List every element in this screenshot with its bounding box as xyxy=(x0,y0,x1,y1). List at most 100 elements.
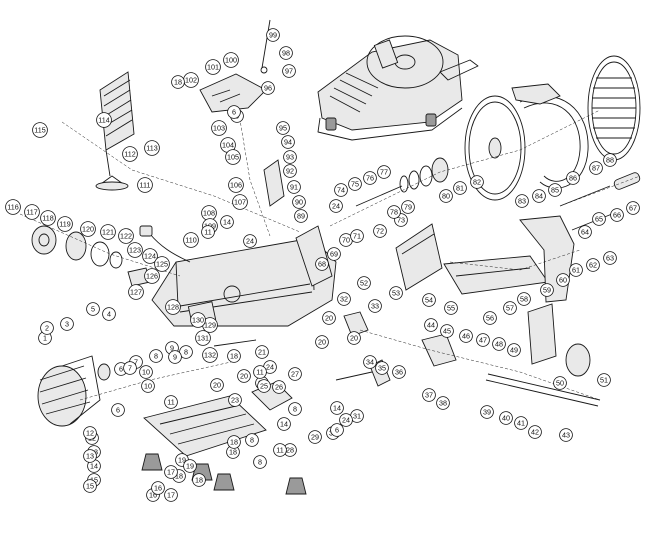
callout-label: 83 xyxy=(518,197,526,206)
part-callout-106: 106 xyxy=(228,177,244,193)
part-callout-86: 86 xyxy=(566,171,580,185)
callout-label: 97 xyxy=(285,67,293,76)
pusher-plate-drawing xyxy=(95,71,135,191)
callout-circle xyxy=(228,177,244,193)
callout-circle xyxy=(389,286,403,300)
callout-circle xyxy=(276,121,290,135)
callout-label: 11 xyxy=(276,446,283,455)
callout-label: 50 xyxy=(556,379,564,388)
callout-label: 90 xyxy=(295,198,303,207)
callout-label: 98 xyxy=(282,49,290,58)
part-callout-130: 130 xyxy=(190,312,206,328)
callout-label: 122 xyxy=(120,232,132,241)
part-callout-68: 68 xyxy=(315,257,329,271)
callout-label: 9 xyxy=(170,344,174,353)
callout-label: 33 xyxy=(371,302,379,311)
callout-circle xyxy=(566,171,580,185)
part-callout-127: 127 xyxy=(128,284,144,300)
callout-circle xyxy=(357,276,371,290)
part-callout-110: 110 xyxy=(183,232,199,248)
callout-circle xyxy=(334,183,348,197)
callout-circle xyxy=(597,373,611,387)
part-callout-51: 51 xyxy=(597,373,611,387)
callout-circle xyxy=(308,430,322,444)
callout-label: 129 xyxy=(204,321,216,330)
callout-label: 2 xyxy=(45,324,49,333)
bracket-assembly-drawing xyxy=(199,19,285,207)
part-callout-26: 26 xyxy=(272,380,286,394)
callout-label: 99 xyxy=(269,31,277,40)
part-callout-69: 69 xyxy=(327,247,341,261)
callout-label: 119 xyxy=(59,220,70,229)
callout-label: 65 xyxy=(595,215,603,224)
callout-circle xyxy=(195,330,211,346)
callout-circle xyxy=(122,146,138,162)
part-callout-20: 20 xyxy=(210,378,224,392)
part-callout-84: 84 xyxy=(532,189,546,203)
part-callout-46: 46 xyxy=(459,329,473,343)
callout-label: 18 xyxy=(174,78,182,87)
callout-label: 8 xyxy=(258,458,262,467)
callout-label: 39 xyxy=(483,408,491,417)
callout-label: 17 xyxy=(167,491,175,500)
callout-circle xyxy=(422,388,436,402)
callout-label: 31 xyxy=(353,412,361,421)
part-callout-116: 116 xyxy=(5,199,21,215)
part-callout-40: 40 xyxy=(499,411,513,425)
callout-label: 20 xyxy=(325,314,333,323)
part-callout-37: 37 xyxy=(422,388,436,402)
callout-label: 71 xyxy=(353,232,361,241)
callout-label: 82 xyxy=(473,178,481,187)
callout-circle xyxy=(492,337,506,351)
motor-drawing xyxy=(37,355,111,427)
callout-label: 78 xyxy=(390,208,398,217)
callout-label: 48 xyxy=(495,340,503,349)
part-callout-125: 125 xyxy=(154,256,170,272)
part-callout-8: 8 xyxy=(253,455,267,469)
callout-label: 69 xyxy=(330,250,338,259)
callout-label: 6 xyxy=(116,406,120,415)
part-callout-96: 96 xyxy=(261,81,275,95)
carriage-housing-drawing xyxy=(151,225,337,327)
part-callout-49: 49 xyxy=(507,343,521,357)
callout-circle xyxy=(337,292,351,306)
part-callout-44: 44 xyxy=(424,318,438,332)
callout-circle xyxy=(315,335,329,349)
callout-circle xyxy=(128,284,144,300)
part-callout-65: 65 xyxy=(592,212,606,226)
callout-circle xyxy=(220,215,234,229)
assembled-slicer-drawing xyxy=(317,35,479,141)
part-callout-34: 34 xyxy=(363,355,377,369)
part-callout-60: 60 xyxy=(556,273,570,287)
callout-label: 96 xyxy=(264,84,272,93)
callout-circle xyxy=(294,209,308,223)
callout-circle xyxy=(578,225,592,239)
callout-circle xyxy=(192,473,206,487)
callout-label: 125 xyxy=(156,260,168,269)
callout-label: 57 xyxy=(506,304,514,313)
part-callout-83: 83 xyxy=(515,194,529,208)
callout-circle xyxy=(503,301,517,315)
callout-label: 5 xyxy=(91,305,95,314)
callout-label: 29 xyxy=(311,433,319,442)
part-callout-3: 3 xyxy=(60,317,74,331)
callout-label: 14 xyxy=(280,420,288,429)
callout-label: 72 xyxy=(376,227,384,236)
callout-label: 58 xyxy=(520,295,528,304)
part-callout-58: 58 xyxy=(517,292,531,306)
callout-label: 110 xyxy=(185,236,196,245)
part-callout-11: 11 xyxy=(253,365,267,379)
callout-label: 130 xyxy=(192,316,204,325)
part-callout-115: 115 xyxy=(32,122,48,138)
callout-circle xyxy=(440,324,454,338)
callout-circle xyxy=(453,181,467,195)
callout-label: 6 xyxy=(335,426,339,435)
callout-circle xyxy=(137,177,153,193)
callout-circle xyxy=(83,426,97,440)
callout-circle xyxy=(139,365,153,379)
callout-label: 93 xyxy=(286,153,294,162)
callout-label: 27 xyxy=(291,370,299,379)
callout-circle xyxy=(83,479,97,493)
callout-circle xyxy=(553,376,567,390)
part-callout-56: 56 xyxy=(483,311,497,325)
